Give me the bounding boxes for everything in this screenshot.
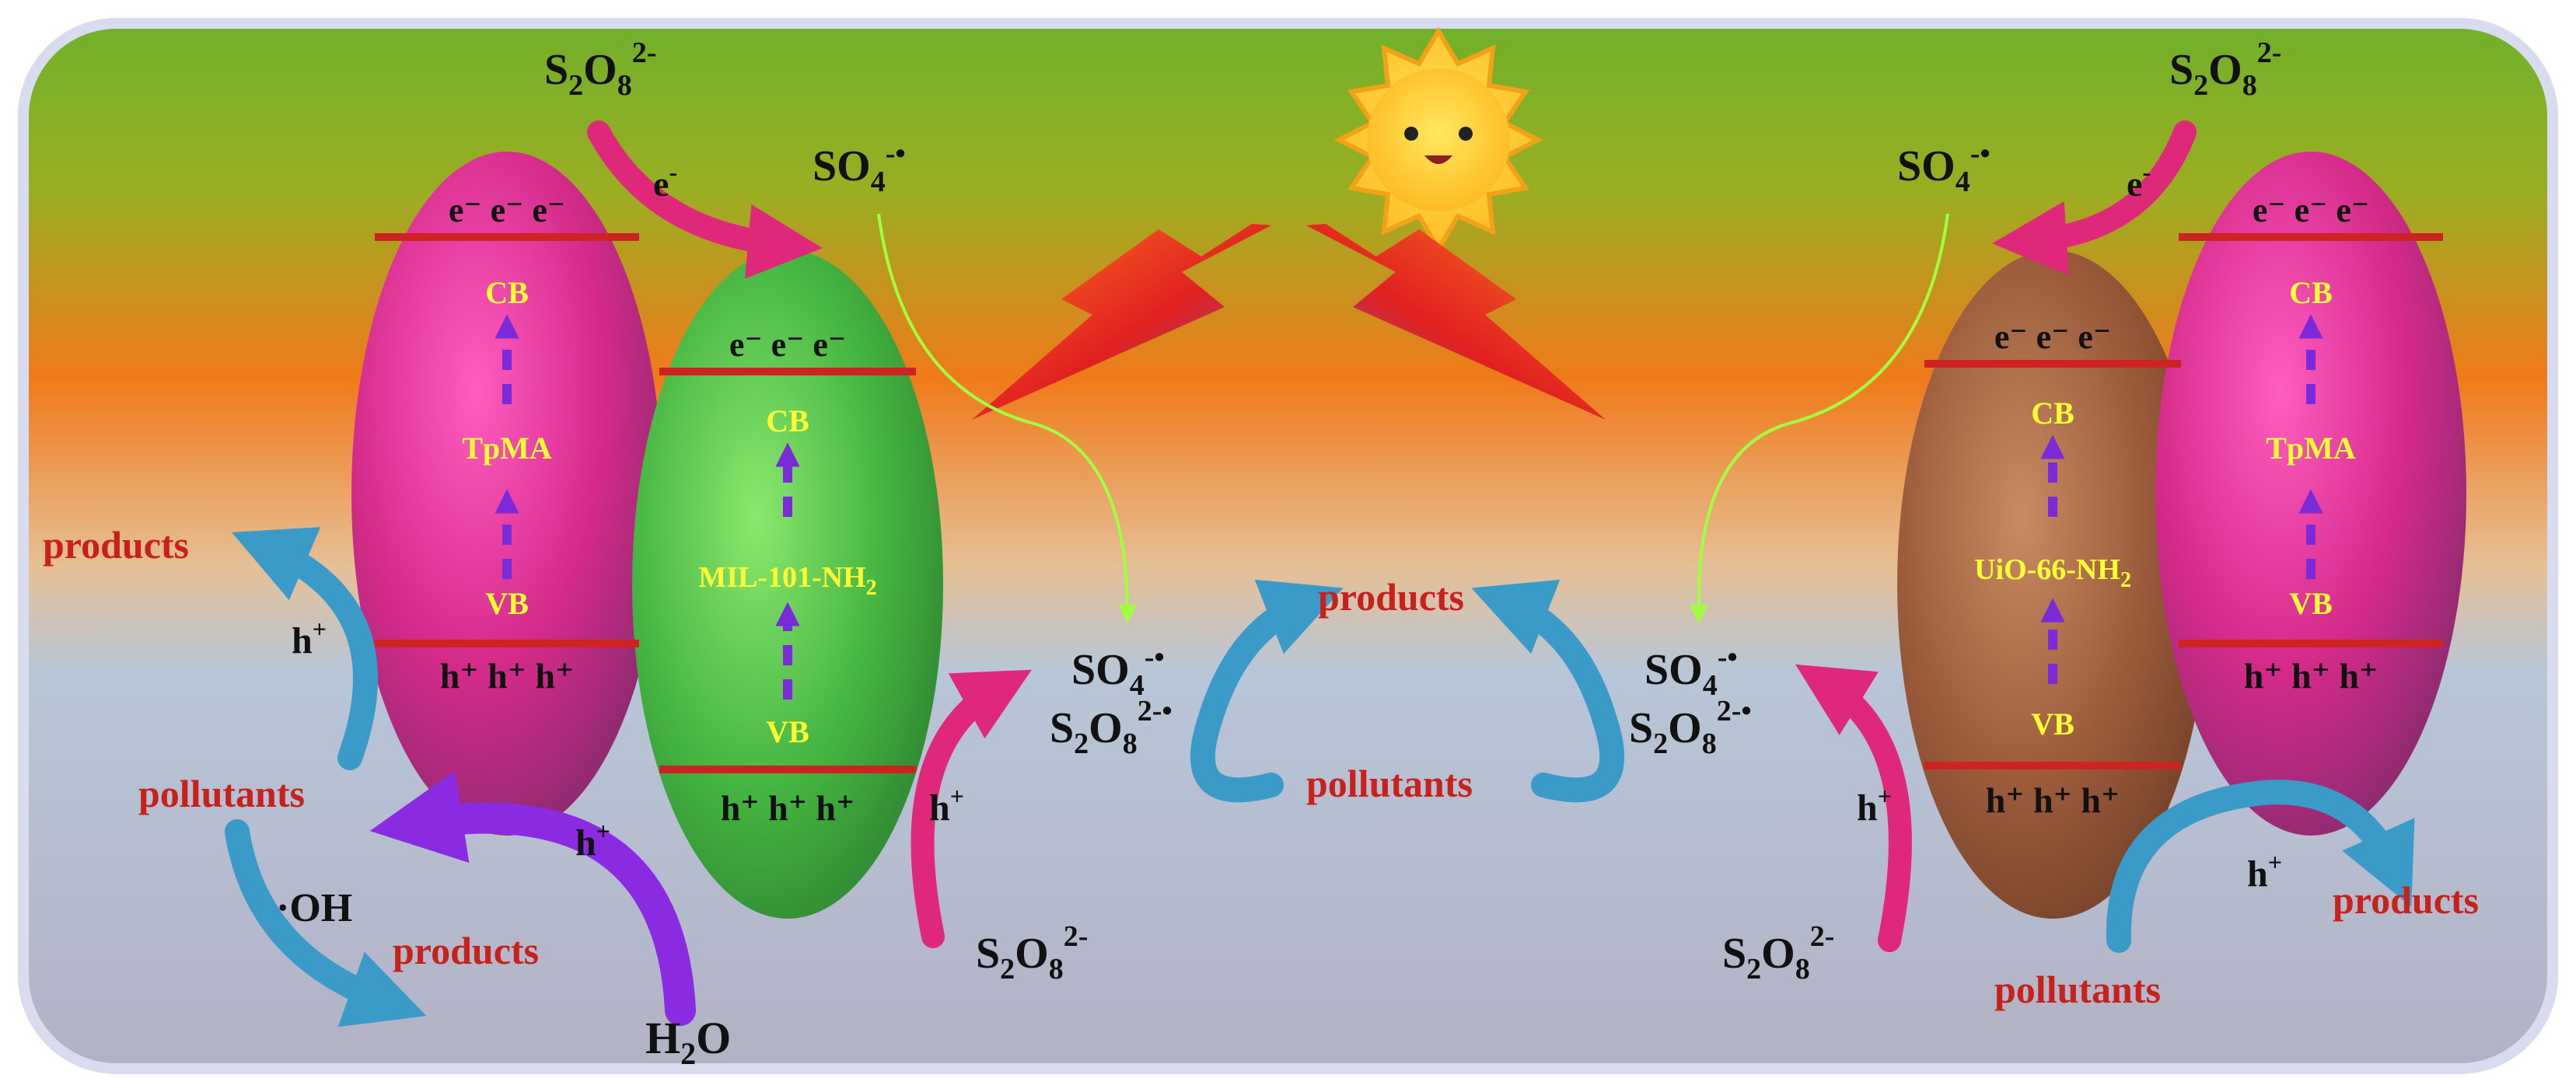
background-panel	[18, 18, 2558, 1074]
tpma-right-holes: h⁺ h⁺ h⁺	[2244, 656, 2379, 696]
mil-holes: h⁺ h⁺ h⁺	[721, 788, 855, 828]
products-label-left: products	[43, 523, 189, 567]
persulfate-top-right: S2O82-	[2169, 37, 2281, 102]
band-edges	[375, 233, 2443, 773]
tpma-left-electrons: e⁻ e⁻ e⁻	[449, 191, 565, 229]
water-oxidation-arrow	[369, 770, 696, 1026]
products-label-bottom-left: products	[393, 929, 539, 972]
uio-holes: h⁺ h⁺ h⁺	[1986, 780, 2120, 820]
products-label-center: products	[1318, 575, 1464, 619]
persulfate-radical-center-right: S2O82-•	[1629, 695, 1752, 760]
hole-label-mil: h+	[929, 782, 964, 829]
persulfate-top-left: S2O82-	[544, 37, 656, 102]
sulfate-radical-center-right: SO4-•	[1645, 641, 1738, 702]
tpma-left-name: TpMA	[462, 431, 552, 466]
light-bolt-left	[972, 224, 1271, 420]
electron-label-left: e-	[653, 158, 677, 204]
uio-name: UiO-66-NH2	[1974, 553, 2131, 592]
tpma-right-electrons: e⁻ e⁻ e⁻	[2253, 191, 2369, 229]
mil-vb: VB	[766, 714, 809, 749]
hole-label-water: h+	[575, 817, 610, 863]
pollutants-label-left: pollutants	[138, 772, 305, 815]
water-label: H2O	[645, 1013, 731, 1071]
uio-vb: VB	[2031, 706, 2074, 741]
pollutant-cycle-arrows	[225, 527, 2415, 1027]
sun-icon	[1333, 26, 1543, 253]
products-label-right: products	[2333, 878, 2479, 922]
persulfate-bottom-right: S2O82-	[1722, 920, 1834, 986]
tpma-right-vb: VB	[2289, 586, 2333, 621]
tpma-left-cb: CB	[485, 275, 529, 310]
uio-ellipse	[1897, 250, 2208, 919]
mil-ellipse	[632, 250, 943, 919]
sulfate-radical-top-right: SO4-•	[1897, 138, 1991, 198]
tpma-right-name: TpMA	[2266, 431, 2356, 466]
mil-cb: CB	[766, 403, 809, 438]
tpma-ellipse-right	[2155, 152, 2466, 836]
pollutants-label-right: pollutants	[1994, 968, 2161, 1011]
mil-electrons: e⁻ e⁻ e⁻	[729, 326, 846, 364]
tpma-left-vb: VB	[485, 586, 529, 621]
sulfate-radical-top-left: SO4-•	[813, 138, 906, 198]
uio-electrons: e⁻ e⁻ e⁻	[1994, 318, 2111, 356]
uio-cb: CB	[2031, 396, 2074, 431]
hole-label-left: h+	[292, 615, 327, 661]
radical-transfer-arrows	[877, 213, 1949, 623]
pollutants-label-center: pollutants	[1306, 762, 1473, 805]
hole-label-uio: h+	[1857, 782, 1892, 829]
persulfate-radical-center-left: S2O82-•	[1050, 695, 1173, 760]
hydroxyl-label: ·OH	[276, 886, 352, 930]
tpma-ellipse-left	[351, 152, 662, 836]
electron-label-right: e-	[2127, 158, 2151, 204]
excitation-arrows	[495, 314, 2323, 700]
hole-label-right: h+	[2247, 848, 2282, 895]
tpma-right-cb: CB	[2289, 275, 2333, 310]
sulfate-radical-center-left: SO4-•	[1071, 641, 1165, 702]
mil-name: MIL-101-NH2	[698, 561, 876, 600]
tpma-left-holes: h⁺ h⁺ h⁺	[440, 656, 575, 696]
light-bolt-right	[1306, 224, 1606, 420]
persulfate-bottom-left: S2O82-	[976, 920, 1088, 986]
persulfate-arrows	[587, 120, 2197, 952]
